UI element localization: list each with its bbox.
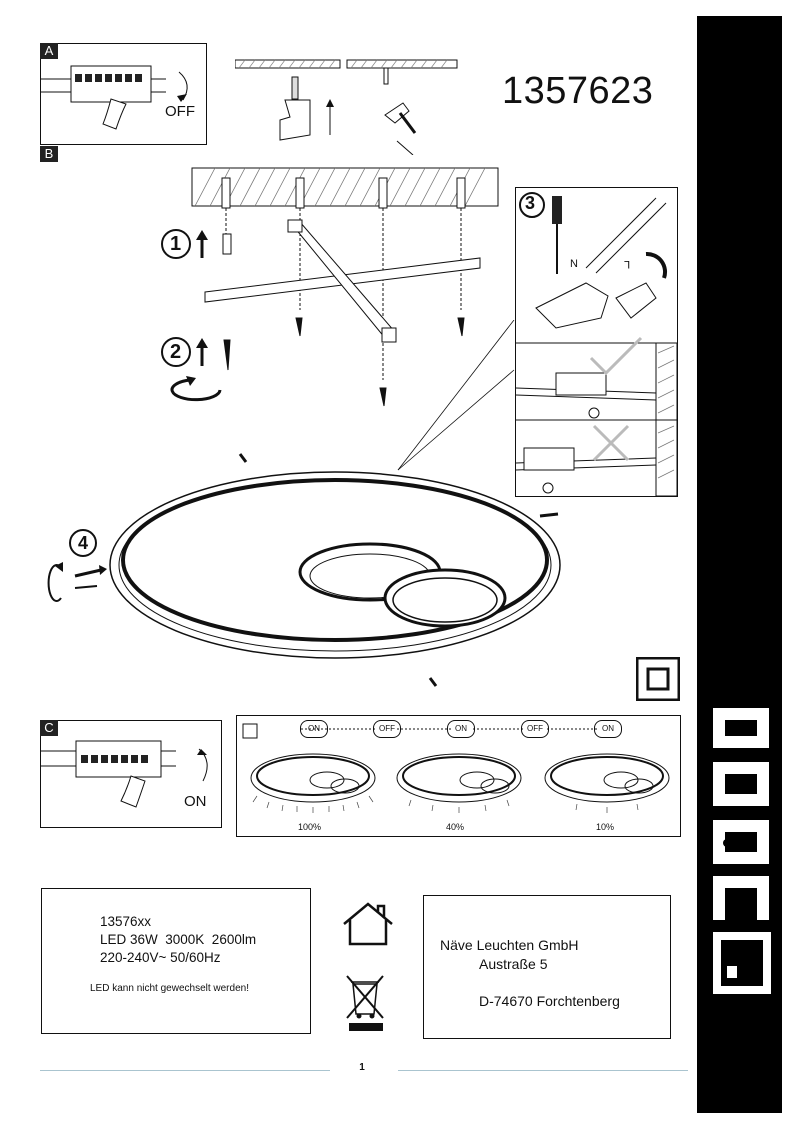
dimmer-step-3-label: ON	[455, 724, 467, 733]
step-2-number: 2	[170, 341, 182, 363]
manufacturer-street: Austraße 5	[479, 956, 548, 972]
class-2-insulation-icon	[636, 657, 680, 701]
dimmer-step-3: ON	[447, 720, 475, 738]
dimmer-level-10: 10%	[596, 822, 615, 832]
step-1-number: 1	[170, 233, 182, 255]
dimmer-step-4-label: OFF	[527, 724, 543, 733]
footer-rule-left	[40, 1070, 330, 1071]
dimmer-step-4: OFF	[521, 720, 549, 738]
manufacturer-city: D-74670 Forchtenberg	[479, 993, 620, 1009]
spec-model: 13576xx	[100, 914, 152, 929]
mounting-plate-illustration	[191, 167, 499, 407]
step-1-2-markers	[161, 229, 222, 402]
circuit-breaker-off-illustration	[41, 65, 188, 130]
spec-led: LED 36W 3000K 2600lm	[100, 932, 257, 947]
drilling-illustration	[235, 59, 458, 155]
dimmer-step-2-label: OFF	[379, 724, 395, 733]
dimmer-level-100: 100%	[298, 822, 322, 832]
step-c-label: C	[40, 720, 58, 736]
step-3-panel	[515, 187, 678, 497]
dimmer-step-2: OFF	[373, 720, 401, 738]
spec-led-note: LED kann nicht gewechselt werden!	[90, 983, 249, 994]
switch-on-label: ON	[184, 793, 207, 810]
house-icon	[343, 902, 393, 946]
screwdriver-icon	[552, 196, 562, 224]
rotate-icon	[170, 378, 222, 402]
page-number: 1	[359, 1062, 365, 1073]
step-4-number: 4	[78, 533, 89, 553]
circuit-breaker-on-illustration	[41, 740, 208, 808]
dimmer-step-1-label: ON	[308, 724, 320, 733]
step-c-panel	[40, 720, 222, 828]
dimmer-level-40: 40%	[446, 822, 465, 832]
manufacturer-name: Näve Leuchten GmbH	[440, 937, 579, 953]
ceiling-lamp-illustration	[109, 453, 561, 687]
dimmer-step-1: ON	[300, 720, 328, 738]
weee-bin-icon	[346, 975, 384, 1031]
check-icon	[589, 336, 643, 376]
switch-off-label: OFF	[165, 103, 195, 120]
wire-label-l: L	[624, 258, 631, 270]
cross-icon	[592, 424, 630, 462]
callout-lines	[397, 320, 515, 471]
wire-label-n: N	[570, 258, 578, 270]
spec-panel	[41, 888, 311, 1034]
step-4-marker	[47, 529, 107, 602]
step-a-label: A	[40, 43, 58, 59]
dimmer-step-5: ON	[594, 720, 622, 738]
footer-rule-right	[398, 1070, 688, 1071]
dimmer-illustration	[242, 723, 670, 813]
step-3-number: 3	[525, 193, 536, 213]
step-b-label: B	[40, 146, 58, 162]
dimmer-step-5-label: ON	[602, 724, 614, 733]
step-a-panel	[40, 43, 207, 145]
spec-voltage: 220-240V~ 50/60Hz	[100, 950, 221, 965]
brand-sidebar	[697, 16, 782, 1113]
wiring-illustration	[515, 192, 678, 497]
manufacturer-panel	[423, 895, 671, 1039]
dimmer-panel	[236, 715, 681, 837]
model-number: 1357623	[502, 70, 654, 112]
naeve-logo	[713, 708, 771, 994]
